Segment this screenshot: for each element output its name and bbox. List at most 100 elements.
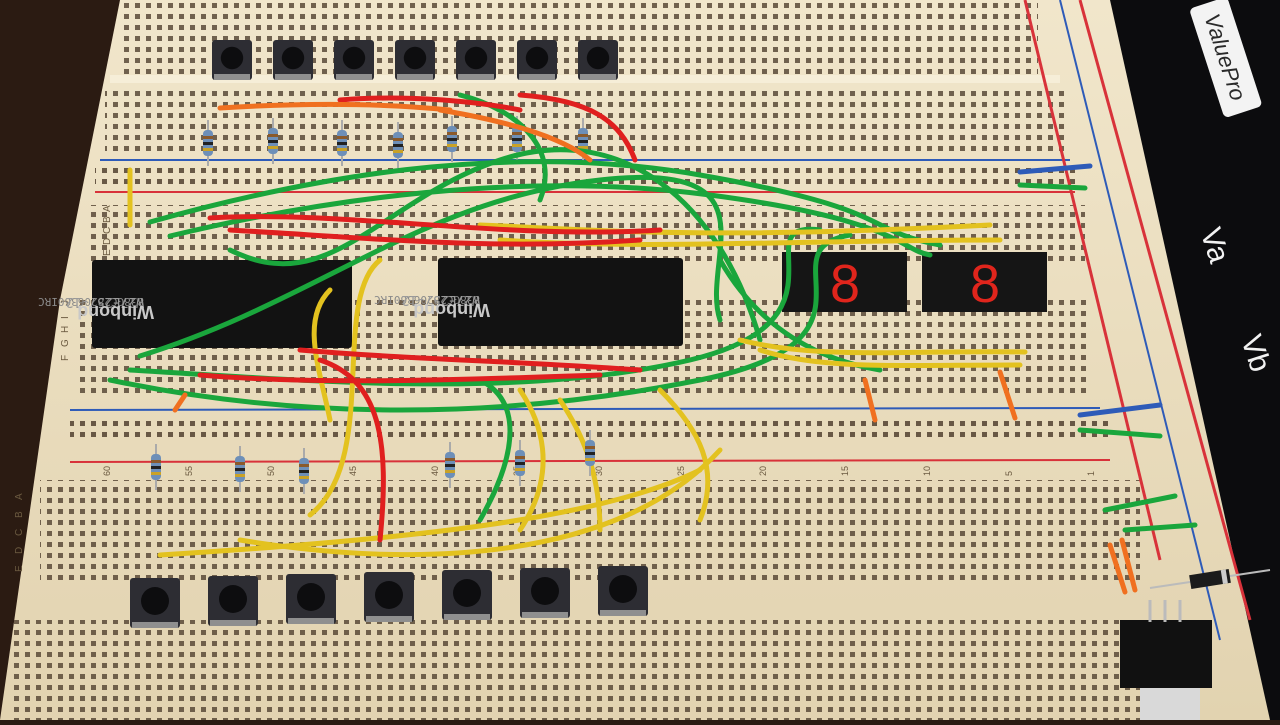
row-letter: D [102,238,113,245]
jumper-wire-red [297,347,643,373]
chip-part-text: W27E257-12 [402,292,480,307]
column-number: 15 [840,466,850,476]
row-letter: B [102,216,113,223]
eprom-chip-2: 838GC28206360IRC W27E257-12 Winbond [374,258,683,346]
jumper-wire-yellow [737,337,1028,356]
column-number: 20 [758,466,768,476]
row-letter: E [14,565,25,572]
hole-grid-bottom [10,620,1170,720]
right-red-rail [1023,0,1162,561]
column-numbers: 605550454035302520151051 [102,466,1096,476]
diode [1149,568,1271,590]
jumper-wire-red [317,357,386,543]
jumper-wire-yellow [311,287,333,423]
row-letter: A [102,205,113,212]
column-number: 40 [430,466,440,476]
jumper-wire-orange [437,107,593,163]
jumper-wire-green [1017,182,1088,191]
jumper-wire-red [337,95,523,113]
resistor [235,446,245,492]
jumper-wire-yellow [657,387,711,523]
chip-part-text: W27E257-12 [66,294,144,309]
eprom-chip-1: 838GC28206360IRC W27E257-12 Winbond [38,260,352,348]
jumper-wire-green [107,232,853,413]
jumper-wire-green [1102,493,1178,513]
resistor [445,442,455,488]
row-letter: D [14,547,25,554]
pushbutton [442,570,492,620]
right-red-rail-2 [1078,0,1252,621]
pushbutton [578,40,618,80]
pushbutton-row-bottom [130,566,648,628]
row-letter: C [14,529,25,536]
jumper-wire-red [227,227,643,247]
resistor [447,116,457,162]
pushbutton [286,574,336,624]
resistor [515,440,525,486]
pushbutton [517,40,557,80]
resistor [585,430,595,476]
resistor-row-top [203,116,588,168]
jumper-wire-orange [1119,537,1138,593]
resistor [203,120,213,166]
pushbutton [208,576,258,626]
jumper-wire-orange [1107,542,1128,595]
jumper-wire-red [207,214,663,235]
pushbutton [598,566,648,616]
jumper-wire-red [517,92,638,163]
jumper-wire-green [1122,522,1198,533]
row-letters-bottom: A B C D E [14,493,25,572]
column-number: 45 [348,466,358,476]
resistor-row-bottom [151,430,595,494]
jumper-wire-red [197,372,603,384]
row-letter: E [102,249,113,256]
row-letter: F [60,355,71,361]
jumper-wire-green [147,159,943,248]
jumper-wire-green [477,377,513,523]
row-letter: A [14,493,25,500]
row-letter: B [14,511,25,518]
chip-maker-text: Winbond [413,300,490,320]
pushbutton [395,40,435,80]
pushbutton [130,578,180,628]
right-blue-rail [1059,0,1221,641]
jumper-wire-orange [862,377,878,423]
column-number: 5 [1004,471,1014,476]
display-digit: 8 [970,254,1000,314]
row-letter: G [60,339,71,347]
jumper-wire-yellow [757,347,1023,369]
pushbutton [364,572,414,622]
pushbutton [456,40,496,80]
chip-code-text: 838GC28206360IRC [374,293,480,306]
jumper-wire-orange [217,101,453,113]
blue-rail-line-mid [69,407,1101,411]
seven-segment-display-1: 8 [782,252,907,314]
pushbutton [520,568,570,618]
row-letter: J [60,300,71,305]
resistor [299,448,309,494]
row-letter: C [102,227,113,234]
jumper-wire-blue [1017,163,1093,175]
resistor [151,444,161,490]
row-letter: I [60,316,71,319]
resistor [578,118,588,164]
jumper-wire-yellow [237,447,723,558]
column-number: 1 [1086,471,1096,476]
jumper-wire-blue [1077,402,1163,418]
jumper-wire-orange [172,392,188,413]
pushbutton [212,40,252,80]
pushbutton-row-top [212,40,618,80]
jumper-wire-yellow [477,222,993,236]
chip-maker-text: Winbond [77,302,154,322]
column-number: 55 [184,466,194,476]
resistor [337,120,347,166]
column-number: 10 [922,466,932,476]
resistor [393,122,403,168]
column-number: 25 [676,466,686,476]
display-digit: 8 [830,254,860,314]
pushbutton [334,40,374,80]
